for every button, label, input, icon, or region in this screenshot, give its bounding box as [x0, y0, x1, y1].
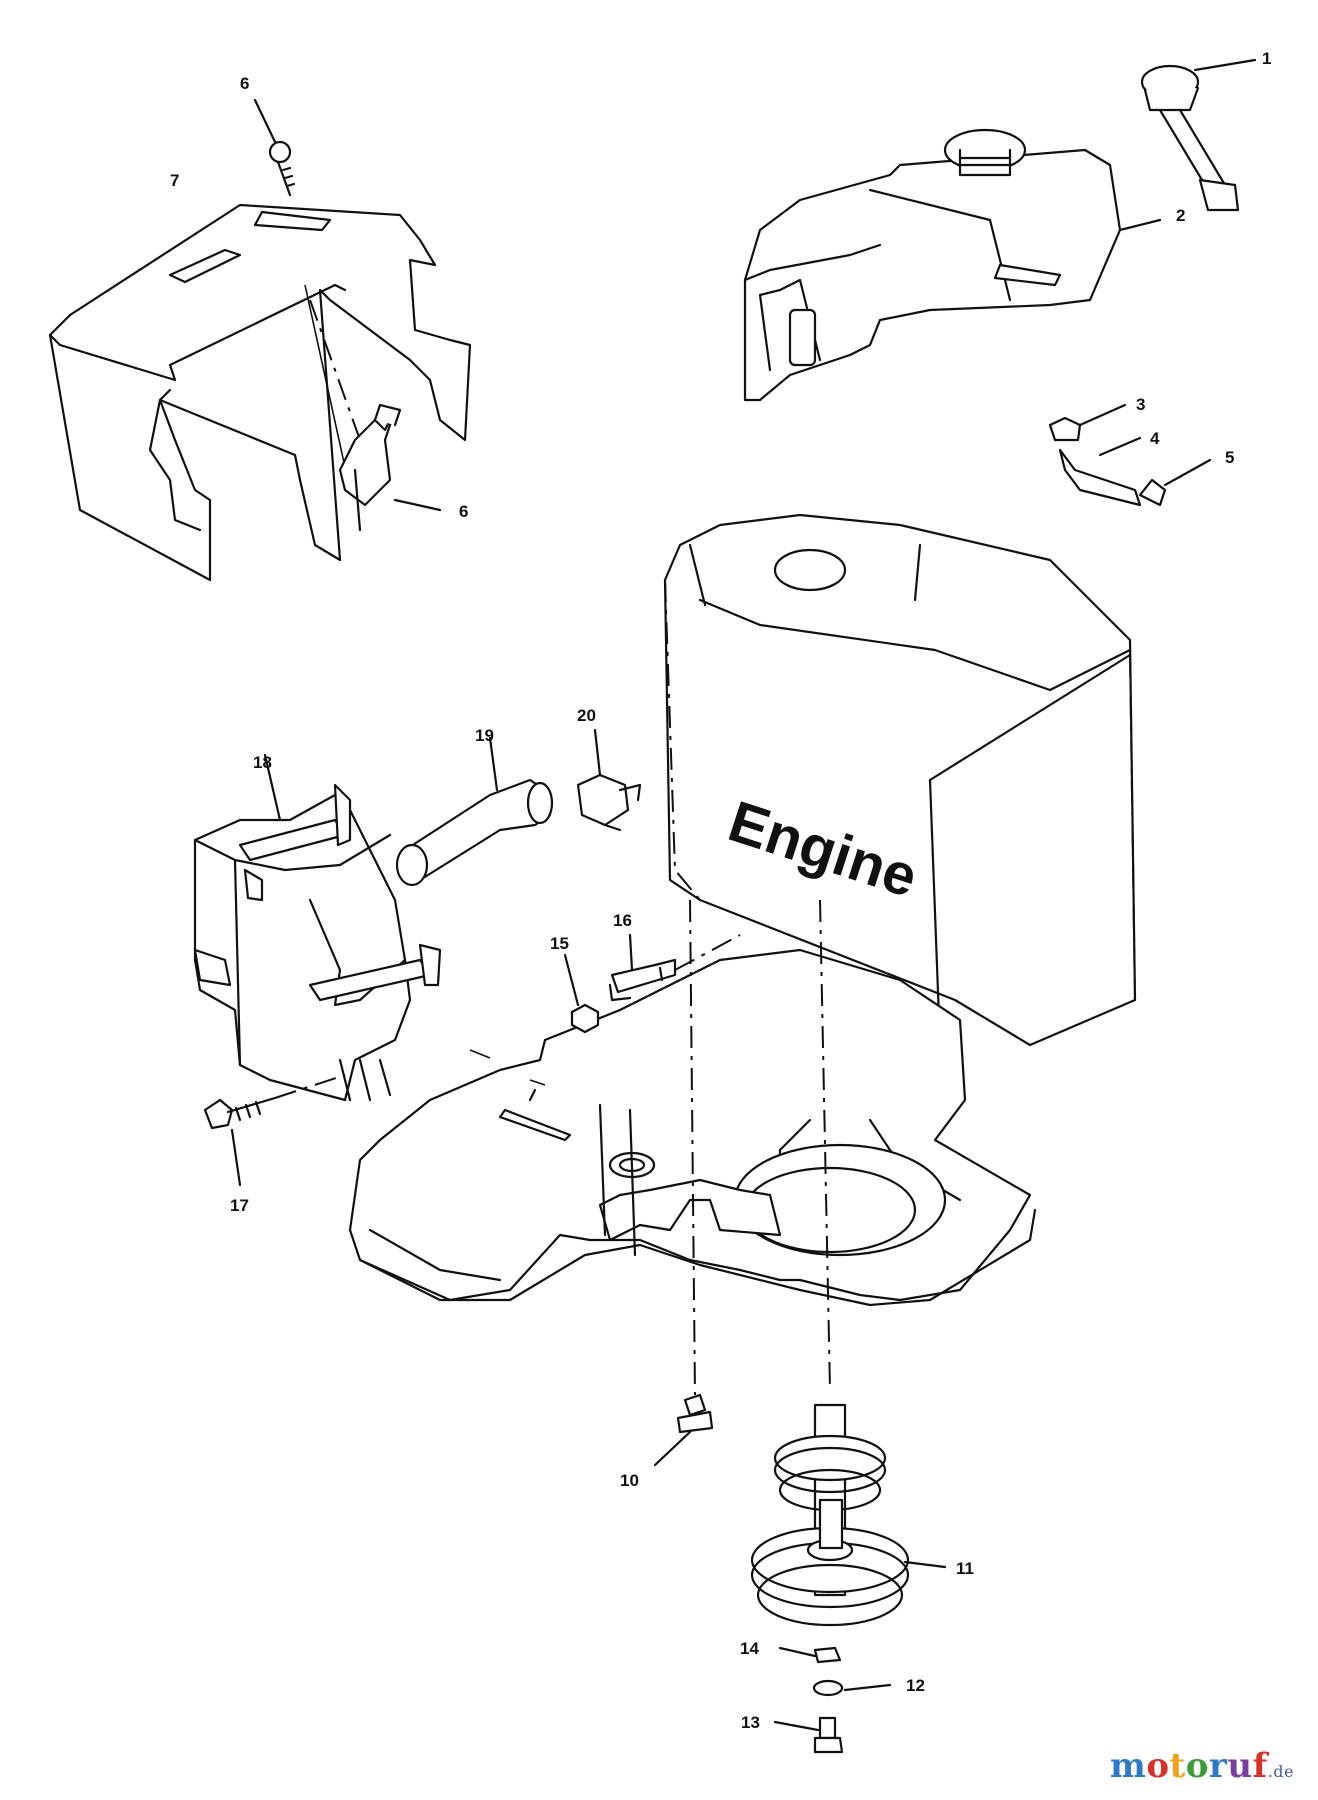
callout-6-lever: 6 — [459, 502, 468, 521]
watermark-letter: o — [1185, 1746, 1209, 1786]
watermark-letter: t — [1169, 1746, 1186, 1786]
callout-2: 2 — [1176, 206, 1185, 225]
callout-13: 13 — [741, 1713, 760, 1732]
callout-10: 10 — [620, 1471, 639, 1490]
watermark-letter: o — [1146, 1746, 1170, 1786]
watermark-letter: f — [1252, 1746, 1268, 1786]
callout-11: 11 — [956, 1559, 974, 1578]
callout-7: 7 — [170, 171, 179, 190]
callout-15: 15 — [550, 934, 569, 953]
callout-12: 12 — [906, 1676, 925, 1695]
screw-6-top — [253, 98, 296, 197]
callout-16: 16 — [613, 911, 632, 930]
fuel-line-parts — [1048, 403, 1212, 507]
callout-1: 1 — [1262, 49, 1271, 68]
screw-17 — [203, 1074, 346, 1187]
callout-4: 4 — [1150, 429, 1160, 448]
watermark-letter: m — [1109, 1746, 1147, 1786]
fitting-16 — [608, 933, 741, 1002]
callout-6-top: 6 — [240, 74, 249, 93]
callout-19: 19 — [475, 726, 494, 745]
callout-labels: 1 2 3 4 5 6 6 7 10 11 12 13 14 15 16 17 … — [170, 49, 1271, 1732]
hose-19 — [395, 736, 554, 887]
callout-17: 17 — [230, 1196, 249, 1215]
nut-15 — [563, 953, 600, 1034]
watermark-suffix: .de — [1267, 1762, 1294, 1781]
fuel-tank-2 — [743, 128, 1162, 402]
clamp-20 — [576, 728, 642, 832]
watermark-letter: r — [1208, 1746, 1228, 1786]
mower-frame — [348, 899, 1037, 1396]
callout-5: 5 — [1225, 448, 1234, 467]
fuel-gauge-cap-1 — [1140, 58, 1257, 212]
callout-20: 20 — [577, 706, 596, 725]
battery-box-18 — [193, 753, 442, 1102]
callout-18: 18 — [253, 753, 272, 772]
throttle-lever-6 — [338, 403, 442, 532]
callout-3: 3 — [1136, 395, 1145, 414]
engine-block: Engine — [663, 513, 1137, 1047]
pulley-hardware — [773, 1646, 892, 1754]
bolt-10 — [653, 1393, 714, 1467]
engine-pulley-11 — [750, 1403, 947, 1627]
callout-14: 14 — [740, 1639, 759, 1658]
dash-panel — [48, 203, 472, 582]
watermark-logo: motoruf.de — [1110, 1746, 1294, 1786]
watermark-letter: u — [1227, 1746, 1253, 1786]
